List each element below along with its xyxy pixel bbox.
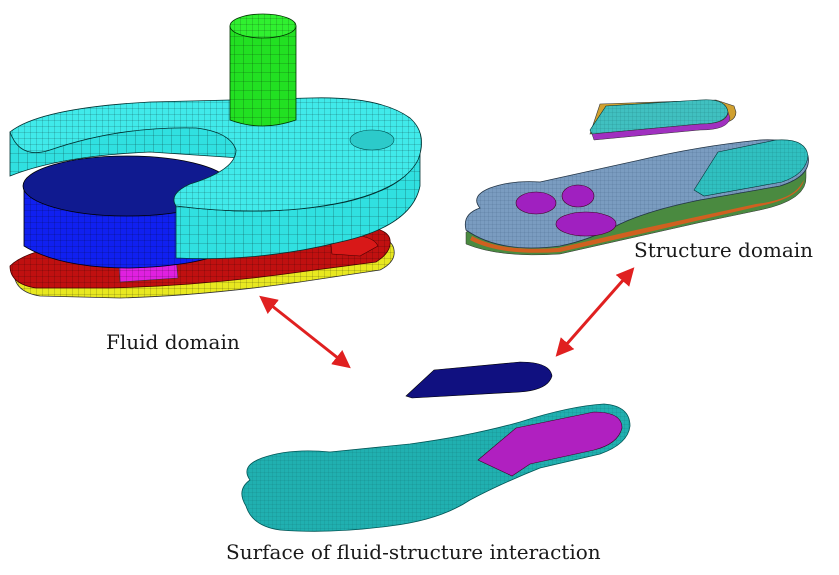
structure-hole-2 bbox=[561, 184, 595, 208]
structure-domain-model bbox=[464, 99, 809, 256]
arrow-fluid-to-fsi bbox=[259, 295, 351, 369]
connector-arrows bbox=[259, 267, 635, 369]
structure-domain-label: Structure domain bbox=[634, 238, 814, 262]
fsi-surface-model bbox=[241, 361, 631, 532]
fluid-domain-label: Fluid domain bbox=[106, 330, 240, 354]
fluid-domain-model bbox=[9, 13, 422, 299]
fsi-navy-flap bbox=[405, 361, 553, 399]
structure-hole-1 bbox=[515, 191, 557, 215]
structure-hole-3 bbox=[555, 211, 617, 237]
fsi-magenta-pad bbox=[477, 411, 623, 477]
arrow-structure-to-fsi bbox=[555, 267, 635, 357]
fsi-surface-label: Surface of fluid-structure interaction bbox=[226, 540, 601, 564]
